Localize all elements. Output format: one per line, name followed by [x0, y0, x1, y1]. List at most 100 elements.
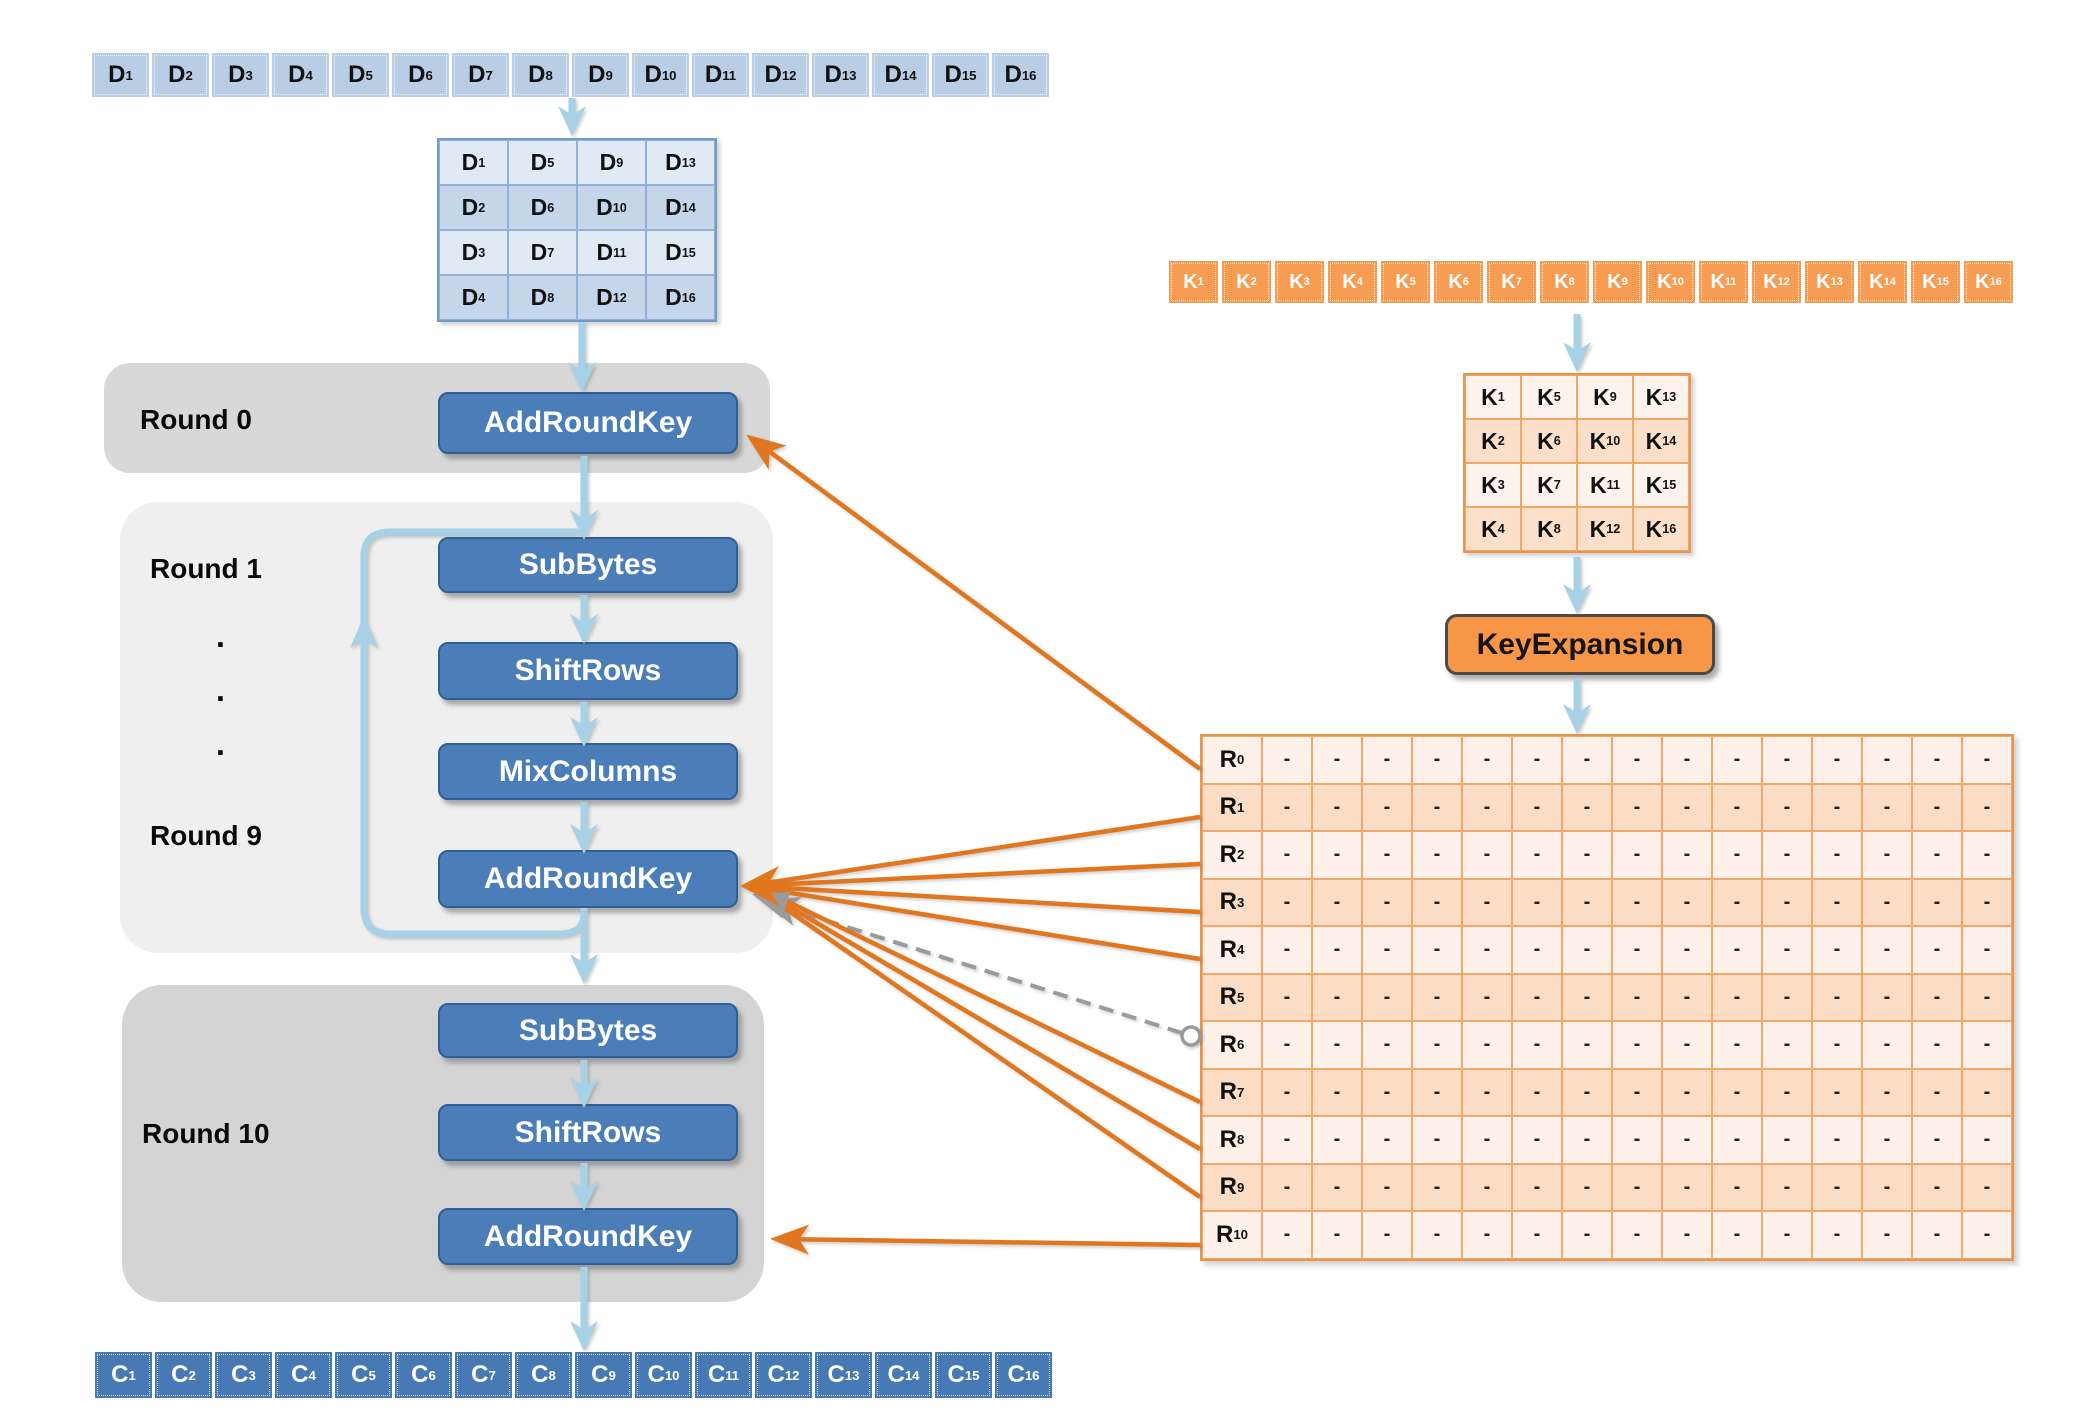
round-key-byte-cell: -: [1462, 1021, 1512, 1069]
round-key-byte-cell: -: [1762, 1021, 1812, 1069]
arrow-r7-to-addroundkey: [765, 888, 1201, 1105]
round-key-byte-cell: -: [1412, 736, 1462, 784]
round-key-byte-cell: -: [1412, 1068, 1462, 1116]
round-key-byte-cell: -: [1362, 973, 1412, 1021]
round-key-byte-cell: -: [1762, 1068, 1812, 1116]
round-key-byte-cell: -: [1262, 783, 1312, 831]
round-key-byte-cell: -: [1912, 926, 1962, 974]
round-key-byte-cell: -: [1612, 831, 1662, 879]
round-key-byte-cell: -: [1662, 1021, 1712, 1069]
round-key-byte-cell: -: [1262, 1021, 1312, 1069]
round-key-byte-cell: -: [1862, 878, 1912, 926]
round-key-byte-cell: -: [1362, 831, 1412, 879]
round-key-byte-cell: -: [1512, 1021, 1562, 1069]
round-key-byte-cell: -: [1562, 1163, 1612, 1211]
round-key-byte-cell: -: [1462, 973, 1512, 1021]
round-key-byte-cell: -: [1812, 1116, 1862, 1164]
arrow-r3-to-addroundkey: [765, 884, 1201, 915]
round-key-byte-cell: -: [1712, 1116, 1762, 1164]
round-key-byte-cell: -: [1812, 973, 1862, 1021]
round-key-byte-cell: -: [1262, 973, 1312, 1021]
round-key-byte-cell: -: [1662, 1068, 1712, 1116]
ellipsis-dot: .: [216, 726, 225, 762]
arrow-r9-to-addroundkey: [764, 893, 1202, 1199]
round-key-byte-cell: -: [1712, 1211, 1762, 1259]
round-key-byte-cell: -: [1462, 783, 1512, 831]
round-key-byte-cell: -: [1512, 878, 1562, 926]
round-key-byte-cell: -: [1512, 973, 1562, 1021]
round-key-byte-cell: -: [1662, 926, 1712, 974]
round-key-byte-cell: -: [1612, 1211, 1662, 1259]
round-key-byte-cell: -: [1562, 1116, 1612, 1164]
round-key-byte-cell: -: [1612, 926, 1662, 974]
round-key-byte-cell: -: [1862, 736, 1912, 784]
round-key-byte-cell: -: [1662, 878, 1712, 926]
round-key-byte-cell: -: [1662, 1163, 1712, 1211]
round-key-byte-cell: -: [1762, 926, 1812, 974]
round-key-byte-cell: -: [1312, 736, 1362, 784]
dashed-link-origin-circle: [1180, 1025, 1202, 1047]
round-key-byte-cell: -: [1412, 1021, 1462, 1069]
round-key-byte-cell: -: [1712, 736, 1762, 784]
round-key-byte-cell: -: [1712, 973, 1762, 1021]
round-key-byte-cell: -: [1462, 1163, 1512, 1211]
round-key-byte-cell: -: [1962, 1068, 2012, 1116]
round-key-byte-cell: -: [1262, 1163, 1312, 1211]
round-key-byte-cell: -: [1312, 1163, 1362, 1211]
arrow-r0-to-addroundkey0: [746, 434, 1202, 771]
keyexpansion-node: KeyExpansion: [1445, 614, 1715, 675]
arrow-r4-to-addroundkey: [765, 886, 1201, 962]
round-key-byte-cell: -: [1862, 1068, 1912, 1116]
round-key-byte-cell: -: [1262, 1068, 1312, 1116]
round-key-byte-cell: -: [1262, 1211, 1312, 1259]
round-key-byte-cell: -: [1362, 878, 1412, 926]
round-key-byte-cell: -: [1912, 878, 1962, 926]
round-key-byte-cell: -: [1812, 1163, 1862, 1211]
round-key-byte-cell: -: [1562, 783, 1612, 831]
round-key-byte-cell: -: [1512, 1068, 1562, 1116]
round-key-byte-cell: -: [1762, 1163, 1812, 1211]
round-key-byte-cell: -: [1312, 1068, 1362, 1116]
round-key-byte-cell: -: [1962, 831, 2012, 879]
round-key-byte-cell: -: [1662, 1116, 1712, 1164]
